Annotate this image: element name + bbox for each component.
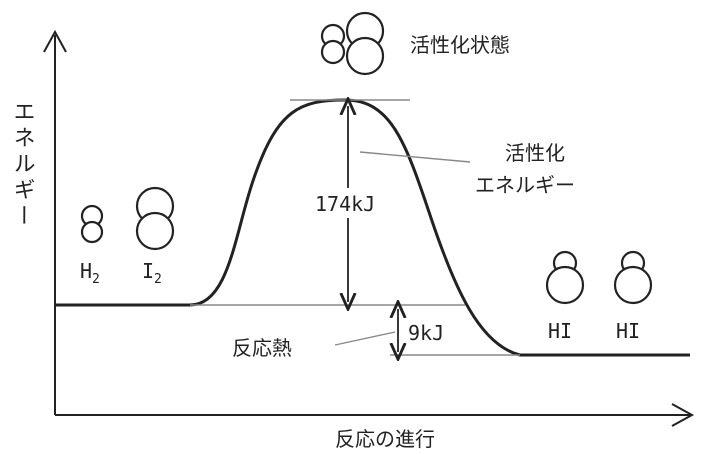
hi-label-2: HI bbox=[616, 319, 640, 343]
y-axis-label: エネルギー bbox=[10, 100, 35, 230]
h2-label: H2 bbox=[80, 259, 100, 287]
activation-label-line1: 活性化 bbox=[505, 141, 565, 165]
i2-label: I2 bbox=[142, 259, 162, 287]
x-axis-label: 反応の進行 bbox=[335, 427, 435, 451]
y-axis-arrowhead bbox=[43, 29, 67, 53]
hi-molecule-icon-2 bbox=[613, 250, 653, 305]
transition-state-molecule-icon bbox=[320, 11, 385, 76]
reaction-heat-leader-line bbox=[334, 331, 396, 346]
reaction-heat-value: 9kJ bbox=[408, 321, 444, 345]
hi-molecule-icon-1 bbox=[545, 250, 585, 305]
activation-leader-line bbox=[359, 151, 471, 163]
x-axis-arrowhead bbox=[671, 403, 695, 427]
activation-energy-value: 174kJ bbox=[315, 192, 375, 216]
i2-molecule-icon bbox=[135, 186, 175, 251]
reaction-heat-label: 反応熱 bbox=[232, 336, 292, 360]
transition-state-label: 活性化状態 bbox=[410, 33, 510, 57]
hi-label-1: HI bbox=[548, 319, 572, 343]
h2-molecule-icon bbox=[80, 204, 104, 244]
activation-label-line2: エネルギー bbox=[475, 173, 575, 197]
activation-value-bg bbox=[312, 188, 388, 218]
